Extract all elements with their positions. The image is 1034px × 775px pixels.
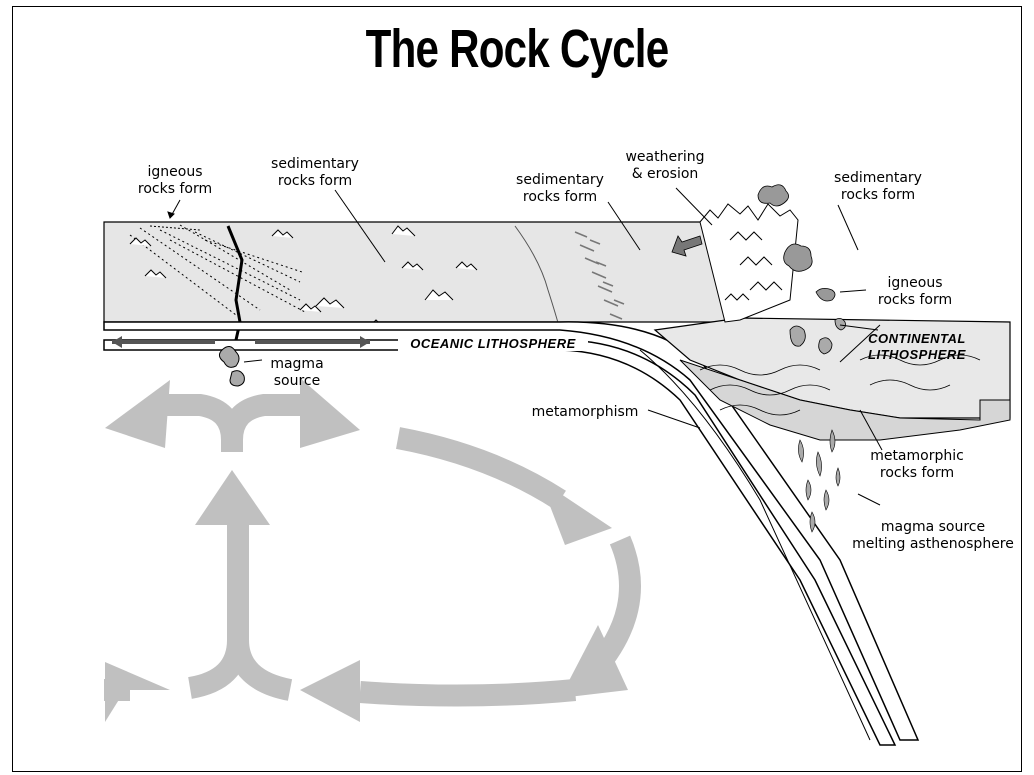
label-line: sedimentary bbox=[255, 156, 375, 173]
label-sedimentary-right: sedimentary rocks form bbox=[818, 170, 938, 204]
label-line: igneous bbox=[120, 164, 230, 181]
label-line: igneous bbox=[860, 275, 970, 292]
label-line: sedimentary bbox=[500, 172, 620, 189]
label-line: rocks form bbox=[860, 292, 970, 309]
page-title: The Rock Cycle bbox=[114, 18, 921, 80]
label-weathering: weathering & erosion bbox=[610, 149, 720, 183]
label-line: melting asthenosphere bbox=[848, 536, 1018, 553]
label-line: rocks form bbox=[862, 465, 972, 482]
label-sedimentary-left: sedimentary rocks form bbox=[255, 156, 375, 190]
label-line: magma bbox=[262, 356, 332, 373]
label-magma-source-right: magma source melting asthenosphere bbox=[848, 519, 1018, 553]
cycle-arrowheads bbox=[105, 378, 628, 722]
label-line: rocks form bbox=[255, 173, 375, 190]
label-line: source bbox=[262, 373, 332, 390]
label-oceanic-lithosphere: OCEANIC LITHOSPHERE bbox=[398, 337, 588, 351]
magma-blob-left bbox=[219, 346, 244, 386]
label-line: magma source bbox=[848, 519, 1018, 536]
label-line: rocks form bbox=[818, 187, 938, 204]
cycle-arrows bbox=[104, 405, 630, 696]
label-continental-lithosphere: CONTINENTAL LITHOSPHERE bbox=[852, 331, 982, 363]
label-line: LITHOSPHERE bbox=[852, 347, 982, 363]
label-line: & erosion bbox=[610, 166, 720, 183]
label-sedimentary-mid: sedimentary rocks form bbox=[500, 172, 620, 206]
label-line: weathering bbox=[610, 149, 720, 166]
label-line: sedimentary bbox=[818, 170, 938, 187]
label-line: CONTINENTAL bbox=[852, 331, 982, 347]
label-igneous-left: igneous rocks form bbox=[120, 164, 230, 198]
label-igneous-right: igneous rocks form bbox=[860, 275, 970, 309]
label-line: rocks form bbox=[500, 189, 620, 206]
label-metamorphism: metamorphism bbox=[522, 404, 648, 421]
label-metamorphic-rocks: metamorphic rocks form bbox=[862, 448, 972, 482]
label-line: rocks form bbox=[120, 181, 230, 198]
label-line: metamorphic bbox=[862, 448, 972, 465]
label-magma-source-left: magma source bbox=[262, 356, 332, 390]
